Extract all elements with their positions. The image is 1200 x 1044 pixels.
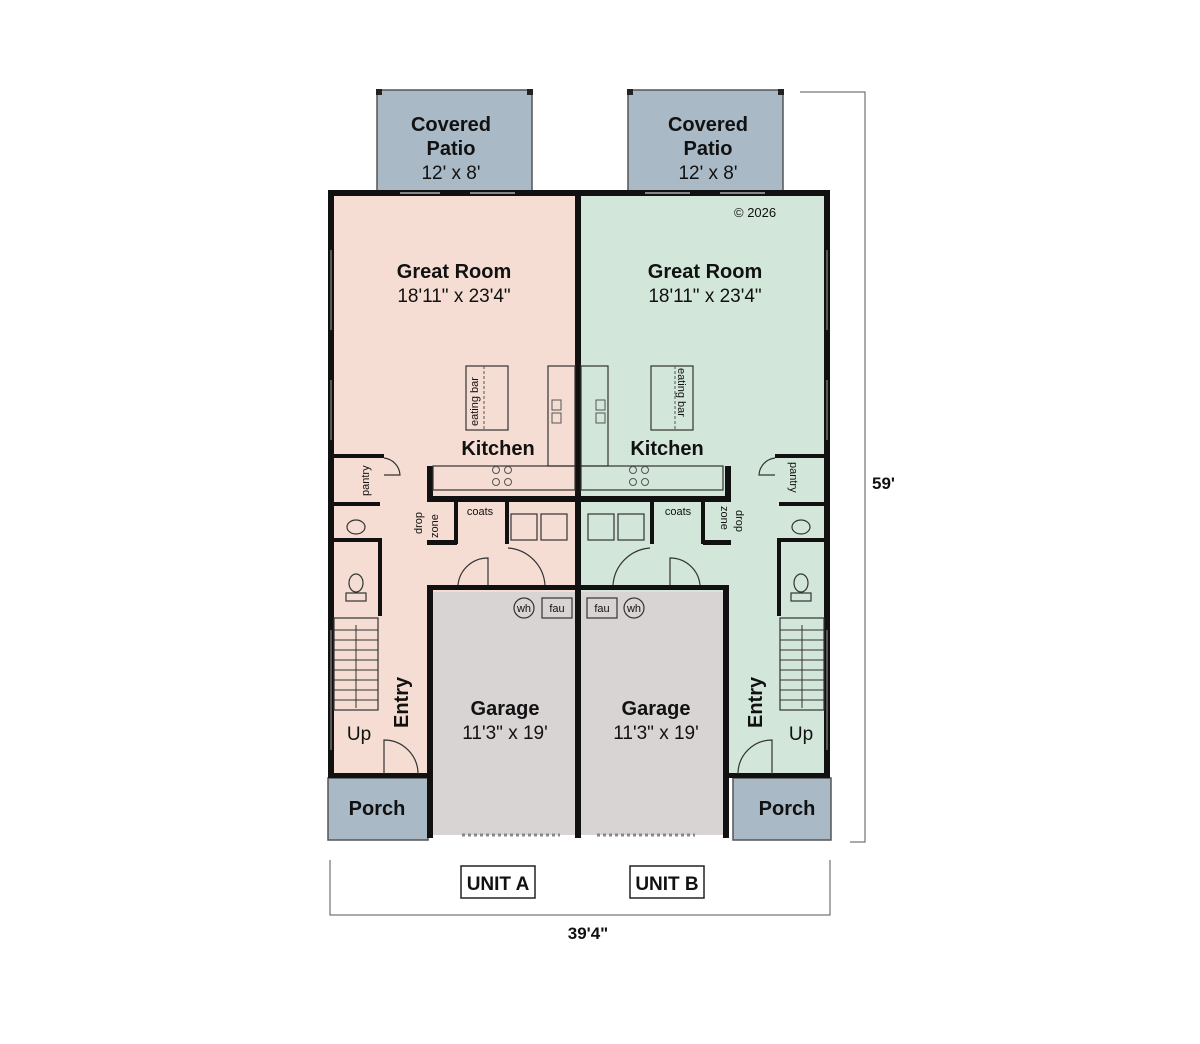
patio-posts: [376, 89, 784, 95]
unit-b-fau-label: fau: [594, 603, 609, 615]
unit-a-pantry-label: pantry: [360, 465, 372, 496]
unit-b-kitchen-label: Kitchen: [630, 438, 703, 460]
unit-a-drop-label: drop: [413, 512, 425, 534]
unit-b-great-room-size: 18'11" x 23'4": [648, 286, 761, 307]
unit-a-patio-size: 12' x 8': [421, 163, 480, 184]
unit-b-pantry-label: pantry: [787, 462, 799, 493]
unit-a-entry-label: Entry: [391, 676, 413, 728]
unit-b-garage-size: 11'3" x 19': [613, 723, 698, 744]
stairs: [333, 617, 825, 711]
drop-zone-benches: [510, 513, 645, 541]
unit-b-covered-patio: [627, 89, 784, 193]
unit-b-great-room-name: Great Room: [648, 261, 762, 283]
unit-b-porch-label: Porch: [759, 798, 816, 820]
unit-a-coats-label: coats: [467, 506, 494, 518]
unit-a-porch: [327, 777, 429, 841]
mechanical-fixtures: [513, 597, 645, 619]
width-dimension-label: 39'4": [568, 924, 608, 943]
unit-a-tag: UNIT A: [467, 874, 530, 895]
unit-a-patio-name-line1: Covered: [411, 114, 491, 136]
unit-a-fau-label: fau: [549, 603, 564, 615]
copyright-text: © 2026: [734, 205, 776, 220]
unit-b-patio-name-line1: Covered: [668, 114, 748, 136]
unit-a-garage: [431, 592, 578, 835]
unit-a-great-room-name: Great Room: [397, 261, 511, 283]
unit-a-wh-label: wh: [516, 603, 531, 615]
dimension-lines: [329, 91, 866, 916]
unit-a-garage-name: Garage: [471, 698, 540, 720]
unit-b-eating-bar-label: eating bar: [675, 368, 687, 417]
unit-b-tag: UNIT B: [635, 874, 698, 895]
unit-b-zone-label: zone: [718, 506, 730, 530]
unit-b-patio-name-line2: Patio: [684, 138, 733, 160]
depth-dimension-label: 59': [872, 474, 895, 493]
powder-room-fixtures: [345, 519, 812, 602]
unit-b-stairs-up-label: Up: [789, 724, 813, 745]
unit-b-patio-size: 12' x 8': [678, 163, 737, 184]
unit-a-porch-label: Porch: [349, 798, 406, 820]
unit-a-stairs-up-label: Up: [347, 724, 371, 745]
unit-a-kitchen-fixtures: [432, 365, 576, 491]
unit-a-covered-patio: [376, 89, 533, 193]
unit-b-garage: [580, 592, 726, 835]
unit-a-great-room-size: 18'11" x 23'4": [397, 286, 510, 307]
unit-tags: [460, 865, 705, 899]
door-swings: [383, 457, 776, 775]
unit-a-patio-name-line2: Patio: [427, 138, 476, 160]
unit-b-drop-label: drop: [733, 510, 745, 532]
unit-b-entry-label: Entry: [745, 676, 767, 728]
unit-a-garage-size: 11'3" x 19': [462, 723, 547, 744]
windows: [330, 192, 828, 750]
unit-b-coats-label: coats: [665, 506, 692, 518]
unit-a-kitchen-label: Kitchen: [461, 438, 534, 460]
unit-a-eating-bar-label: eating bar: [469, 377, 481, 426]
unit-b-wh-label: wh: [626, 603, 641, 615]
unit-b-kitchen-fixtures: [580, 365, 724, 491]
unit-a-zone-label: zone: [429, 514, 441, 538]
unit-b-garage-name: Garage: [622, 698, 691, 720]
exterior-walls: [328, 190, 830, 838]
